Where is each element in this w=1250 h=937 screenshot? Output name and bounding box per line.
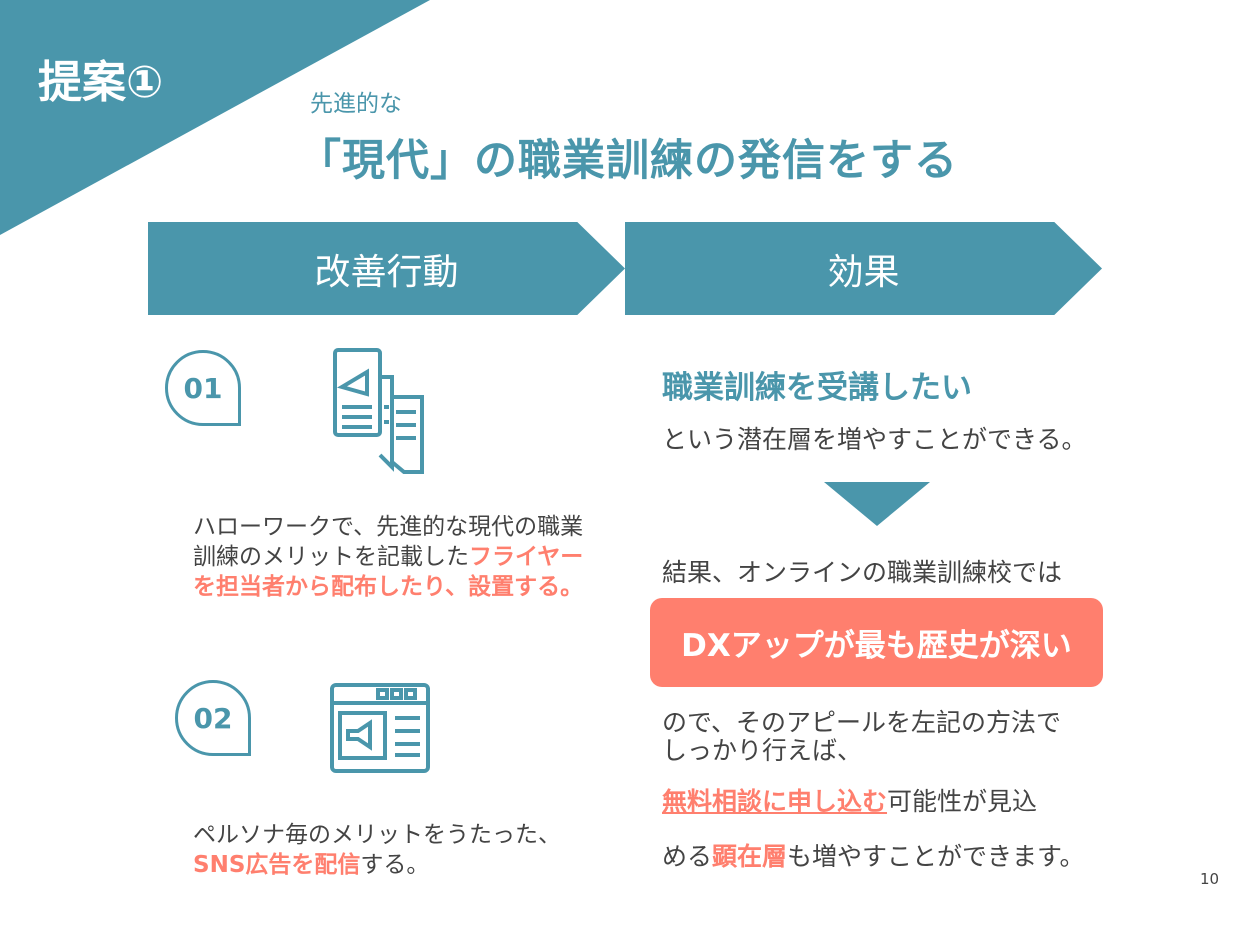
effect-heading: 職業訓練を受講したい	[662, 370, 972, 406]
highlight-text: 無料相談に申し込む	[662, 787, 888, 816]
banner-label: 改善行動	[314, 251, 459, 293]
banner-label: 効果	[827, 251, 900, 293]
web-ad-icon	[330, 683, 430, 773]
item-02-text: ペルソナ毎のメリットをうたった、 SNS広告を配信する。	[193, 820, 573, 880]
highlight-box: DXアップが最も歴史が深い	[650, 598, 1103, 687]
page-title: 「現代」の職業訓練の発信をする	[298, 136, 958, 186]
highlight-text: 顕在層	[712, 842, 788, 871]
item-text: ハローワークで、先進的な現代の職業訓練のメリットを記載した	[193, 514, 584, 570]
down-arrow	[824, 482, 930, 526]
banner-effect: 効果	[625, 222, 1102, 315]
text: も増やすことができます。	[787, 842, 1085, 871]
effect-line4: しっかり行えば、	[662, 736, 863, 765]
flyer-icon	[333, 348, 424, 474]
subtitle: 先進的な	[310, 91, 402, 117]
proposal-label: 提案①	[38, 57, 164, 108]
effect-line5: 無料相談に申し込む可能性が見込	[662, 782, 1037, 818]
item-01-text: ハローワークで、先進的な現代の職業訓練のメリットを記載したフライヤーを担当者から…	[193, 512, 588, 602]
page-number: 10	[1200, 870, 1220, 888]
effect-line3: ので、そのアピールを左記の方法で	[662, 708, 1062, 737]
effect-line6: める顕在層も増やすことができます。	[662, 837, 1085, 873]
item-highlight: SNS広告を配信	[193, 852, 361, 878]
item-text: ペルソナ毎のメリットをうたった、	[193, 822, 561, 848]
text: める	[662, 842, 713, 871]
effect-line1: という潜在層を増やすことができる。	[662, 425, 1087, 454]
badge-01: 01	[165, 350, 241, 426]
item-text: する。	[360, 852, 430, 878]
text: 可能性が見込	[887, 787, 1038, 816]
badge-02: 02	[175, 680, 251, 756]
banner-actions: 改善行動	[148, 222, 625, 315]
item-highlight: フライヤーを担当者から配布したり、設置する。	[193, 544, 584, 600]
effect-line2: 結果、オンラインの職業訓練校では	[662, 558, 1063, 587]
